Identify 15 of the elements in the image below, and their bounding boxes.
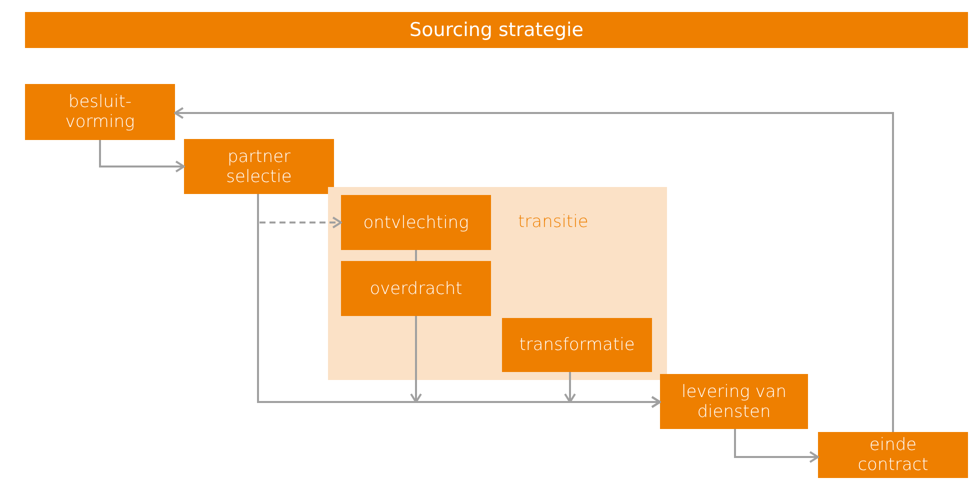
step-box: besluit-vorming [25,84,175,140]
step-box: ontvlechting [341,195,491,250]
step-box: partner selectie [184,139,334,194]
arrow [564,372,661,408]
arrow [174,107,894,432]
step-box: einde contract [818,432,968,478]
arrow [734,429,819,463]
step-box: levering van diensten [660,374,808,429]
arrow [99,140,185,172]
phase-panel [328,187,667,380]
step-box: transformatie [502,318,652,372]
phase-label: transitie [518,212,588,232]
connector-line [415,250,417,261]
step-box: overdracht [341,261,491,316]
title-bar: Sourcing strategie [25,12,968,48]
